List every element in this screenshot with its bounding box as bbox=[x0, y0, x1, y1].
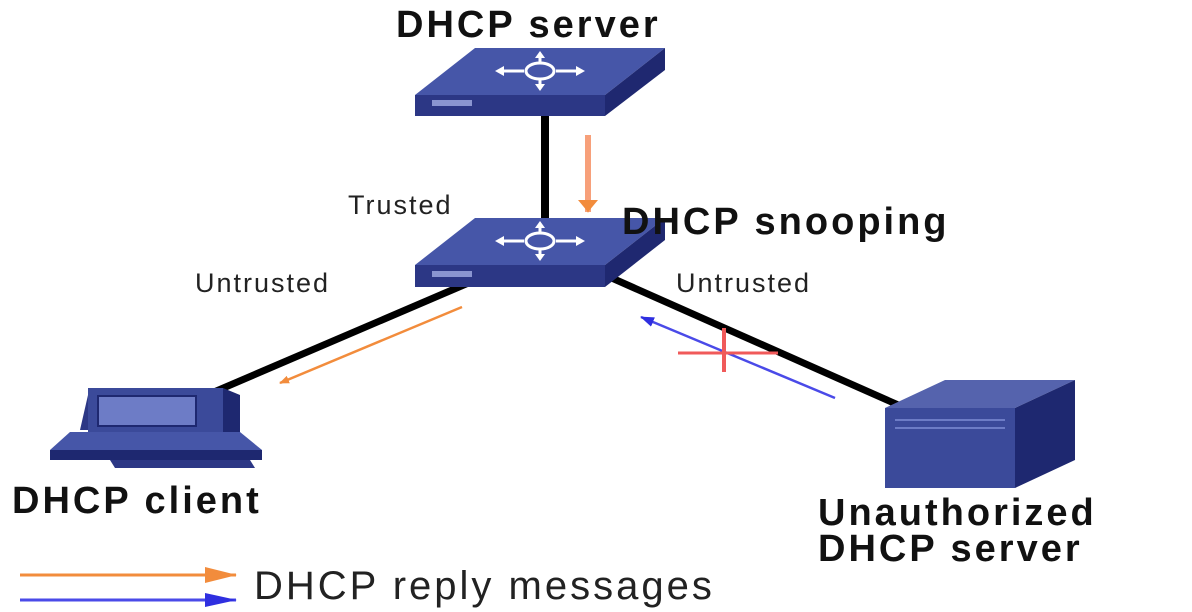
untrusted-left-port-label: Untrusted bbox=[195, 268, 331, 298]
unauthorized-server-label-line1: Unauthorized bbox=[818, 492, 1097, 534]
blocked-cross-icon bbox=[678, 328, 778, 372]
unauthorized-server-label-line2: DHCP server bbox=[818, 528, 1083, 570]
legend-label: DHCP reply messages bbox=[254, 564, 715, 608]
dhcp-server-label: DHCP server bbox=[396, 4, 661, 46]
dhcp-snooping-label: DHCP snooping bbox=[622, 201, 950, 243]
dhcp-client-computer-icon bbox=[50, 388, 262, 468]
link-snooping-to-client bbox=[198, 274, 482, 402]
reply-arrow-unauthorized-to-snooping bbox=[640, 315, 836, 400]
dhcp-snooping-switch-icon bbox=[415, 218, 665, 287]
dhcp-client-label: DHCP client bbox=[12, 480, 262, 522]
reply-arrow-snooping-to-client bbox=[279, 305, 463, 385]
trusted-port-label: Trusted bbox=[348, 190, 453, 220]
unauthorized-server-icon bbox=[885, 380, 1075, 488]
link-snooping-to-unauthorized bbox=[603, 271, 907, 412]
untrusted-right-port-label: Untrusted bbox=[676, 268, 812, 298]
dhcp-server-switch-icon bbox=[415, 48, 665, 116]
